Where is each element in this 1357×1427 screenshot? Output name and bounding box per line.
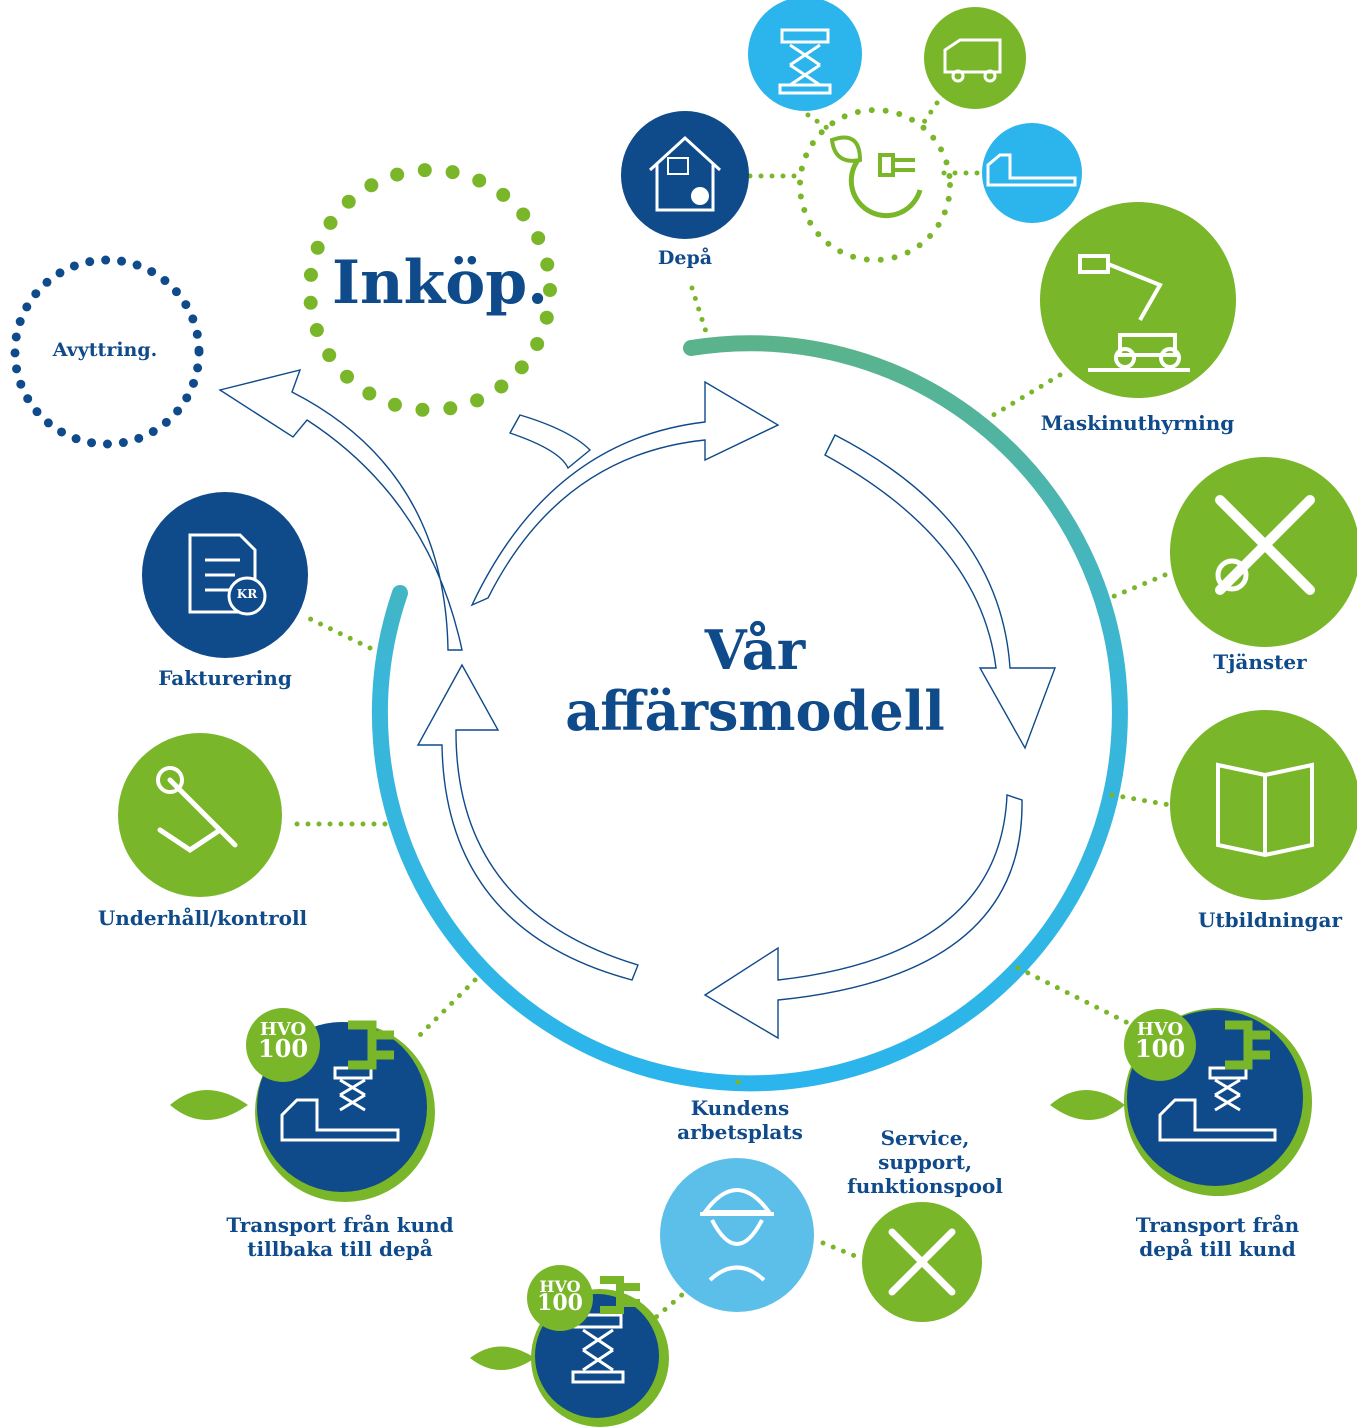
- kundens-line-1: Kundens: [690, 1096, 790, 1120]
- service-line-1: Service,: [880, 1126, 970, 1150]
- center-title-line-1: Vår: [704, 618, 806, 682]
- center-title: Vår affärsmodell: [540, 618, 970, 744]
- currency-badge: KR: [236, 587, 258, 601]
- boom-lift-icon: [1040, 202, 1236, 398]
- worker-helmet-icon: [660, 1158, 814, 1312]
- arrow-inkop-in: [508, 414, 592, 470]
- hvo-left-line-1: HVO: [259, 1019, 307, 1040]
- utbildningar-label: Utbildningar: [1197, 908, 1342, 932]
- depa-label: Depå: [657, 247, 713, 269]
- center-title-line-2: affärsmodell: [565, 679, 945, 744]
- service-tools-icon: [862, 1202, 982, 1322]
- service-line-3: funktionspool: [847, 1174, 1003, 1198]
- transport-to-customer-icon: [1050, 1008, 1312, 1196]
- invoice-icon: [142, 492, 308, 658]
- inkop-label: Inköp.: [331, 248, 549, 318]
- hvo-right-line-1: HVO: [1136, 1019, 1184, 1040]
- hvo-badge-right: HVO 100: [1125, 1019, 1195, 1064]
- hvo-badge-bottom: HVO 100: [527, 1277, 593, 1317]
- arrow-left-up: [416, 663, 639, 981]
- tools-icon: [1170, 457, 1357, 647]
- transport-from-customer-line-2: tillbaka till depå: [247, 1237, 433, 1261]
- arrow-top: [470, 380, 780, 607]
- book-icon: [1170, 710, 1357, 900]
- transport-to-customer-label: Transport från depå till kund: [1110, 1213, 1325, 1261]
- connector-lines: [289, 100, 1173, 1321]
- kundens-line-2: arbetsplats: [677, 1120, 803, 1144]
- depa-icon: [621, 111, 749, 239]
- main-cycle-ring: [371, 335, 1128, 1092]
- underhall-label: Underhåll/kontroll: [97, 906, 308, 930]
- avyttring-dotted-circle: [10, 255, 204, 449]
- transport-from-customer-label: Transport från kund tillbaka till depå: [195, 1213, 485, 1261]
- transport-to-customer-line-2: depå till kund: [1139, 1237, 1296, 1261]
- hvo-right-line-2: 100: [1134, 1034, 1186, 1064]
- service-label: Service, support, funktionspool: [830, 1126, 1020, 1198]
- ev-plug-icon: [829, 135, 923, 219]
- hvo-left-line-2: 100: [257, 1034, 309, 1064]
- service-line-2: support,: [878, 1150, 972, 1174]
- transport-from-customer-icon: [170, 1008, 435, 1202]
- avyttring-label: Avyttring.: [52, 339, 158, 361]
- ev-hub-dotted-circle: [797, 107, 953, 263]
- hvo-bottom-line-1: HVO: [539, 1277, 581, 1296]
- arrow-to-avyttring: [218, 369, 463, 651]
- transport-to-customer-line-1: Transport från: [1135, 1213, 1300, 1237]
- fakturering-label: Fakturering: [158, 666, 292, 690]
- arrow-top-right: [824, 434, 1057, 750]
- scissor-lift-transport-icon: [470, 1265, 669, 1427]
- kundens-arbetsplats-label: Kundens arbetsplats: [660, 1096, 820, 1144]
- truck-icon: [982, 123, 1082, 223]
- scissor-lift-icon: [748, 0, 862, 111]
- arrow-right-down: [703, 794, 1023, 1040]
- transport-from-customer-line-1: Transport från kund: [226, 1213, 454, 1237]
- maintenance-icon: [118, 733, 282, 897]
- maskinuthyrning-label: Maskinuthyrning: [1040, 411, 1235, 435]
- van-icon: [924, 7, 1026, 109]
- inkop-dotted-circle: [303, 163, 557, 417]
- cycle-arrows: [218, 369, 1057, 1040]
- tjanster-label: Tjänster: [1213, 650, 1307, 674]
- hvo-bottom-line-2: 100: [537, 1290, 583, 1317]
- hvo-badge-left: HVO 100: [248, 1019, 318, 1064]
